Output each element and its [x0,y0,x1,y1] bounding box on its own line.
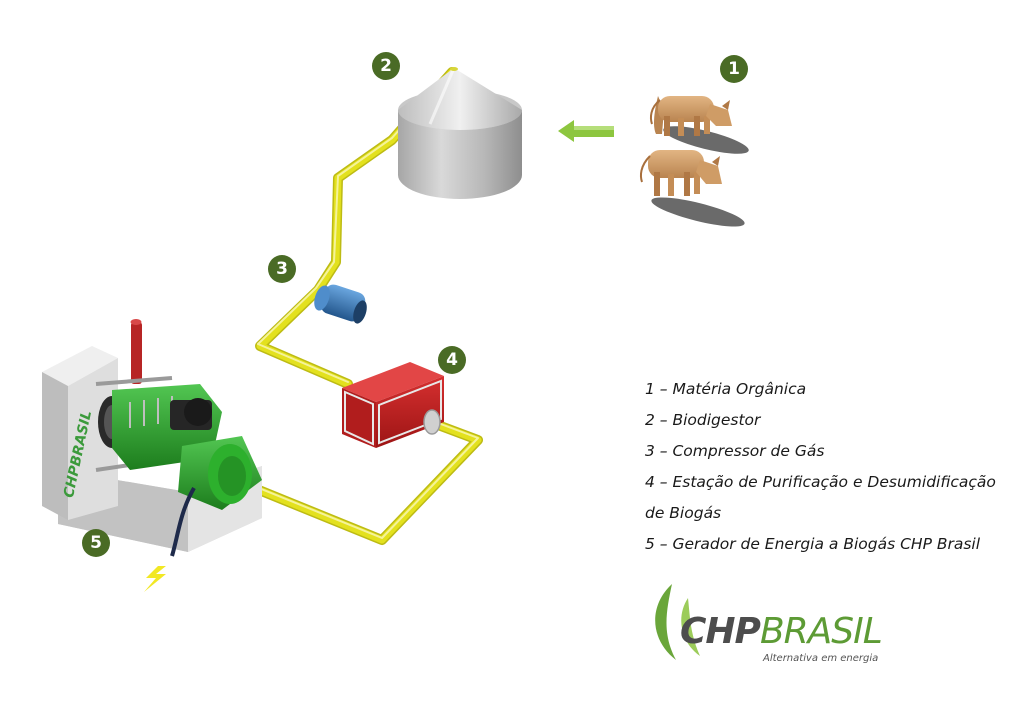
lightning-icon [144,566,166,592]
brand-logo-light: BRASIL [759,611,883,652]
svg-text:3: 3 [276,259,288,279]
badge-3: 3 [268,255,296,283]
badge-4: 4 [438,346,466,374]
cow-icon [640,150,745,227]
badge-1: 1 [720,55,748,83]
svg-text:5: 5 [90,533,102,553]
gas-pipe [249,67,483,545]
legend-item: 5 – Gerador de Energia a Biogás CHP Bras… [645,535,981,553]
legend-item: 1 – Matéria Orgânica [645,380,807,398]
legend-item: 3 – Compressor de Gás [645,442,825,460]
legend-item: 4 – Estação de Purificação e Desumidific… [645,473,996,522]
biogas-generator: CHPBRASIL [42,319,262,557]
left-arrow-icon [558,120,614,142]
process-legend: 1 – Matéria Orgânica 2 – Biodigestor 3 –… [645,374,1005,560]
badge-5: 5 [82,529,110,557]
badge-2: 2 [372,52,400,80]
leaf-icon [655,584,700,660]
brand-logo-strong: CHP [680,611,761,652]
svg-text:2: 2 [380,56,392,76]
svg-text:1: 1 [728,59,740,79]
brand-tagline: Alternativa em energia [763,653,879,664]
legend-item: 2 – Biodigestor [645,411,761,429]
cow-icon [650,96,749,154]
svg-text:4: 4 [446,350,458,370]
brand-logo: CHPBRASIL [680,611,883,652]
gas-compressor [314,284,367,324]
purification-station [342,362,444,448]
biodigester [398,67,522,199]
